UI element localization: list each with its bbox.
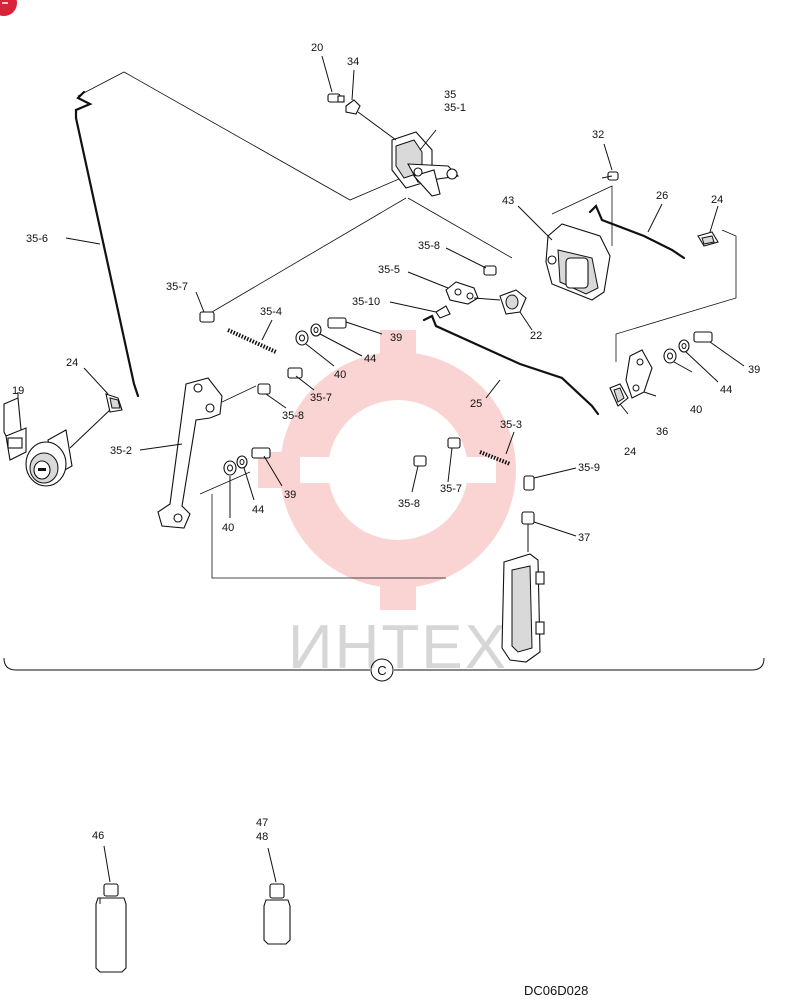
label-39-low: 39 bbox=[284, 489, 296, 501]
label-35-8-low: 35-8 bbox=[398, 498, 420, 510]
screw-32 bbox=[601, 143, 619, 181]
label-32: 32 bbox=[592, 129, 604, 141]
label-40-low: 40 bbox=[222, 522, 234, 534]
clip-24-right bbox=[609, 383, 629, 415]
bolt-39-mid bbox=[327, 317, 383, 335]
label-39-mid: 39 bbox=[390, 332, 402, 344]
rod-35-6 bbox=[65, 90, 140, 398]
washer-44-mid bbox=[310, 323, 363, 357]
bolt-35-7-low bbox=[447, 437, 461, 483]
assembly-guide-lines bbox=[77, 71, 737, 579]
label-26: 26 bbox=[656, 190, 668, 202]
label-24-left: 24 bbox=[66, 357, 78, 369]
label-44-low: 44 bbox=[252, 504, 264, 516]
label-20: 20 bbox=[311, 42, 323, 54]
watermark-logo bbox=[258, 330, 516, 610]
label-35: 35 bbox=[444, 89, 456, 101]
threaded-rod-35-4 bbox=[227, 319, 277, 354]
label-47: 47 bbox=[256, 817, 268, 829]
washer-40-low bbox=[223, 460, 237, 518]
label-24-right: 24 bbox=[624, 446, 636, 458]
bolt-39-right bbox=[693, 331, 745, 367]
label-35-3: 35-3 bbox=[500, 419, 522, 431]
washer-44-right bbox=[678, 339, 719, 383]
label-35-7-mid: 35-7 bbox=[310, 392, 332, 404]
label-35-7-low: 35-7 bbox=[440, 483, 462, 495]
label-35-8-top: 35-8 bbox=[418, 240, 440, 252]
label-35-7-left: 35-7 bbox=[166, 281, 188, 293]
link-plate-35-5 bbox=[407, 271, 479, 305]
label-35-5: 35-5 bbox=[378, 264, 400, 276]
threaded-rod-35-3 bbox=[479, 431, 515, 466]
bottle-46 bbox=[95, 845, 127, 973]
group-marker: C bbox=[377, 663, 386, 678]
label-37: 37 bbox=[578, 532, 590, 544]
label-46: 46 bbox=[92, 830, 104, 842]
label-40-right: 40 bbox=[690, 404, 702, 416]
label-35-2: 35-2 bbox=[110, 445, 132, 457]
label-19: 19 bbox=[12, 385, 24, 397]
group-bracket-c bbox=[3, 657, 765, 682]
lock-body-35 bbox=[391, 129, 460, 197]
rod-26 bbox=[588, 203, 686, 260]
label-36: 36 bbox=[656, 426, 668, 438]
inner-handle-43 bbox=[517, 205, 611, 301]
label-35-6: 35-6 bbox=[26, 233, 48, 245]
label-34: 34 bbox=[347, 56, 359, 68]
lock-cylinder-19 bbox=[3, 392, 113, 487]
bracket-36 bbox=[625, 349, 657, 399]
screw-35-8-mid bbox=[257, 383, 287, 409]
label-40-mid: 40 bbox=[334, 369, 346, 381]
washer-40-mid bbox=[295, 330, 335, 367]
label-35-10: 35-10 bbox=[352, 296, 380, 308]
page-id: DC06D028 bbox=[524, 983, 588, 998]
clip-24-top bbox=[697, 205, 719, 247]
clip-24-left bbox=[83, 367, 123, 413]
bottle-47-48 bbox=[263, 847, 291, 945]
lever-35-2 bbox=[139, 377, 257, 529]
label-44-mid: 44 bbox=[364, 353, 376, 365]
label-35-4: 35-4 bbox=[260, 306, 282, 318]
label-35-1: 35-1 bbox=[444, 102, 466, 114]
washer-40-right bbox=[663, 348, 693, 373]
label-22: 22 bbox=[530, 330, 542, 342]
clip-35-10 bbox=[389, 301, 451, 319]
bushing-22 bbox=[473, 289, 533, 331]
screw-35-8-top bbox=[445, 247, 497, 276]
label-48: 48 bbox=[256, 831, 268, 843]
label-24-top: 24 bbox=[711, 194, 723, 206]
corner-badge-icon bbox=[0, 0, 17, 16]
bolt-35-7-upper bbox=[195, 291, 215, 323]
outer-door-handle bbox=[501, 553, 545, 663]
screw-20 bbox=[321, 55, 345, 103]
watermark-text: ИНТЕХ bbox=[288, 613, 508, 682]
rod-25 bbox=[422, 314, 600, 416]
label-35-8-mid: 35-8 bbox=[282, 410, 304, 422]
callout-labels: 20 34 35 35-1 32 26 24 43 35-6 35-8 35-5… bbox=[12, 42, 760, 843]
label-43: 43 bbox=[502, 195, 514, 207]
bolt-35-7-mid bbox=[287, 367, 315, 391]
screw-35-8-low bbox=[411, 455, 427, 493]
nut-34 bbox=[345, 69, 397, 141]
screw-37 bbox=[521, 511, 577, 552]
washer-44-low bbox=[236, 455, 255, 501]
label-44-right: 44 bbox=[720, 384, 732, 396]
bolt-39-low bbox=[251, 447, 283, 487]
label-25: 25 bbox=[470, 398, 482, 410]
label-35-9: 35-9 bbox=[578, 462, 600, 474]
pin-35-9 bbox=[523, 467, 577, 491]
label-39-right: 39 bbox=[748, 364, 760, 376]
